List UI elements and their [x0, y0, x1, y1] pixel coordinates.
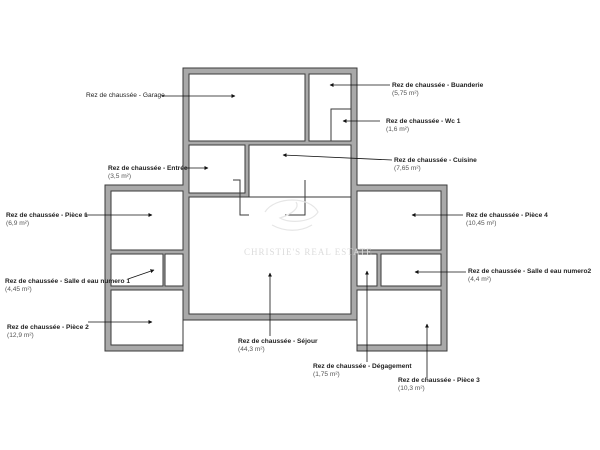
label-area: (7,65 m²) [394, 165, 421, 172]
label-area: (1,75 m²) [313, 371, 340, 378]
label-room-name: Pièce 2 [66, 324, 89, 331]
label-room-name: Dégagement [372, 363, 412, 370]
label-room-name: Séjour [297, 338, 318, 345]
label-cuisine: Rez de chaussée - Cuisine (7,65 m²) [394, 157, 477, 173]
label-degagement: Rez de chaussée - Dégagement (1,75 m²) [313, 363, 412, 379]
label-room-name: Entrée [167, 165, 188, 172]
label-prefix: Rez de chaussée [6, 212, 60, 219]
room-piece2-upper [164, 253, 184, 287]
room-piece3 [356, 289, 442, 346]
label-separator: - [60, 324, 67, 331]
room-sde2 [380, 253, 442, 287]
room-garage [188, 73, 306, 142]
leader-cuisine [282, 153, 393, 161]
label-sejour: Rez de chaussée - Séjour (44,3 m²) [238, 338, 318, 354]
label-separator: - [445, 82, 452, 89]
label-prefix: Rez de chaussée [5, 278, 59, 285]
label-room-name: Buanderie [451, 82, 484, 89]
label-piece1: Rez de chaussée - Pièce 1 (6,9 m²) [6, 212, 88, 228]
label-room-name: Salle d eau numero 1 [64, 278, 130, 285]
label-separator: - [366, 363, 373, 370]
room-wc1 [330, 108, 352, 142]
label-separator: - [447, 157, 454, 164]
label-prefix: Rez de chaussée [108, 165, 162, 172]
label-prefix: Rez de chaussée [468, 268, 522, 275]
room-piece4 [356, 190, 442, 251]
label-buanderie: Rez de chaussée - Buanderie (5,75 m²) [392, 82, 483, 98]
label-separator: - [519, 212, 526, 219]
label-area: (6,9 m²) [6, 220, 30, 227]
label-prefix: Rez de chaussée [7, 324, 61, 331]
room-piece1 [110, 190, 184, 251]
label-area: (10,45 m²) [466, 220, 497, 227]
label-room-name: Pièce 3 [457, 377, 480, 384]
label-garage: Rez de chaussée - Garage [86, 92, 165, 100]
watermark-text: CHRISTIE'S REAL ESTATE [244, 247, 373, 257]
label-separator: - [59, 212, 66, 219]
label-room-name: Pièce 4 [525, 212, 548, 219]
room-entree [188, 144, 246, 194]
label-area: (1,6 m²) [386, 126, 410, 133]
label-area: (4,45 m²) [5, 286, 32, 293]
label-prefix: Rez de chaussée [386, 118, 440, 125]
label-piece2: Rez de chaussée - Pièce 2 (12,9 m²) [7, 324, 89, 340]
label-separator: - [521, 268, 528, 275]
label-separator: - [439, 118, 446, 125]
label-piece4: Rez de chaussée - Pièce 4 (10,45 m²) [466, 212, 548, 228]
label-room-name: Cuisine [453, 157, 477, 164]
label-prefix: Rez de chaussée [313, 363, 367, 370]
label-area: (5,75 m²) [392, 90, 419, 97]
label-sde1: Rez de chaussée - Salle d eau numero 1 (… [5, 278, 130, 294]
label-prefix: Rez de chaussée [392, 82, 446, 89]
label-prefix: Rez de chaussée [398, 377, 452, 384]
leader-sde1 [127, 269, 155, 280]
label-separator: - [161, 165, 168, 172]
label-room-name: Pièce 1 [65, 212, 88, 219]
room-piece2 [110, 289, 184, 346]
label-area: (10,3 m²) [398, 385, 425, 392]
label-area: (4,4 m²) [468, 276, 492, 283]
label-area: (3,5 m²) [108, 173, 132, 180]
label-room-name: Salle d eau numero2 [527, 268, 592, 275]
label-area: (44,3 m²) [238, 346, 265, 353]
label-area: (12,9 m²) [7, 332, 34, 339]
label-entree: Rez de chaussée - Entrée (3,5 m²) [108, 165, 188, 181]
label-sde2: Rez de chaussée - Salle d eau numero2 (4… [468, 268, 591, 284]
label-prefix: Rez de chaussée [394, 157, 448, 164]
label-piece3: Rez de chaussée - Pièce 3 (10,3 m²) [398, 377, 480, 393]
label-prefix: Rez de chaussée [238, 338, 292, 345]
label-room-name: Garage [142, 92, 165, 99]
label-separator: - [136, 92, 143, 99]
label-separator: - [291, 338, 298, 345]
label-prefix: Rez de chaussée [86, 92, 137, 99]
label-separator: - [58, 278, 65, 285]
label-separator: - [451, 377, 458, 384]
label-wc1: Rez de chaussée - Wc 1 (1,6 m²) [386, 118, 460, 134]
watermark [264, 199, 319, 231]
label-prefix: Rez de chaussée [466, 212, 520, 219]
partition-cuisine [285, 180, 306, 216]
label-room-name: Wc 1 [445, 118, 461, 125]
